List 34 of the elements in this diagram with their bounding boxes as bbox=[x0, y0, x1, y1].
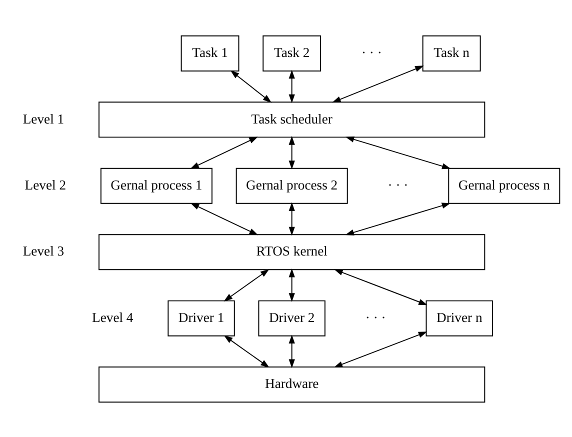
node-box: RTOS kernel bbox=[98, 234, 486, 270]
label: Level 3 bbox=[22, 243, 64, 258]
node-box: Gernal process 1 bbox=[100, 167, 212, 204]
label: Level 4 bbox=[92, 309, 134, 324]
arrow bbox=[230, 70, 272, 102]
node-box: Task 1 bbox=[180, 34, 240, 71]
arrow bbox=[334, 268, 428, 305]
arrow bbox=[190, 202, 258, 235]
label: · · · bbox=[388, 176, 408, 192]
arrow bbox=[288, 268, 295, 302]
node-box: Driver n bbox=[426, 300, 493, 336]
node-box: Task scheduler bbox=[98, 101, 486, 138]
arrow bbox=[345, 136, 451, 169]
arrow bbox=[288, 136, 295, 169]
node-box: Driver 1 bbox=[168, 300, 235, 336]
label: · · · bbox=[361, 44, 382, 60]
arrow bbox=[288, 202, 295, 236]
label: · · · bbox=[365, 309, 386, 324]
node-box: Task n bbox=[422, 34, 481, 71]
node-box: Task 2 bbox=[262, 34, 322, 71]
arrow bbox=[332, 65, 424, 102]
node-box: Gernal process n bbox=[448, 167, 560, 204]
node-box: Hardware bbox=[98, 366, 486, 402]
label: Level 1 bbox=[22, 110, 64, 126]
arrow bbox=[224, 334, 270, 368]
arrow bbox=[288, 334, 295, 368]
arrow bbox=[224, 268, 270, 301]
node-box: Gernal process 2 bbox=[236, 167, 348, 204]
arrow bbox=[190, 136, 258, 168]
arrow bbox=[345, 202, 451, 235]
node-box: Driver 2 bbox=[258, 300, 326, 336]
arrow bbox=[288, 69, 295, 103]
arrow bbox=[334, 331, 428, 368]
label: Level 2 bbox=[24, 176, 66, 192]
